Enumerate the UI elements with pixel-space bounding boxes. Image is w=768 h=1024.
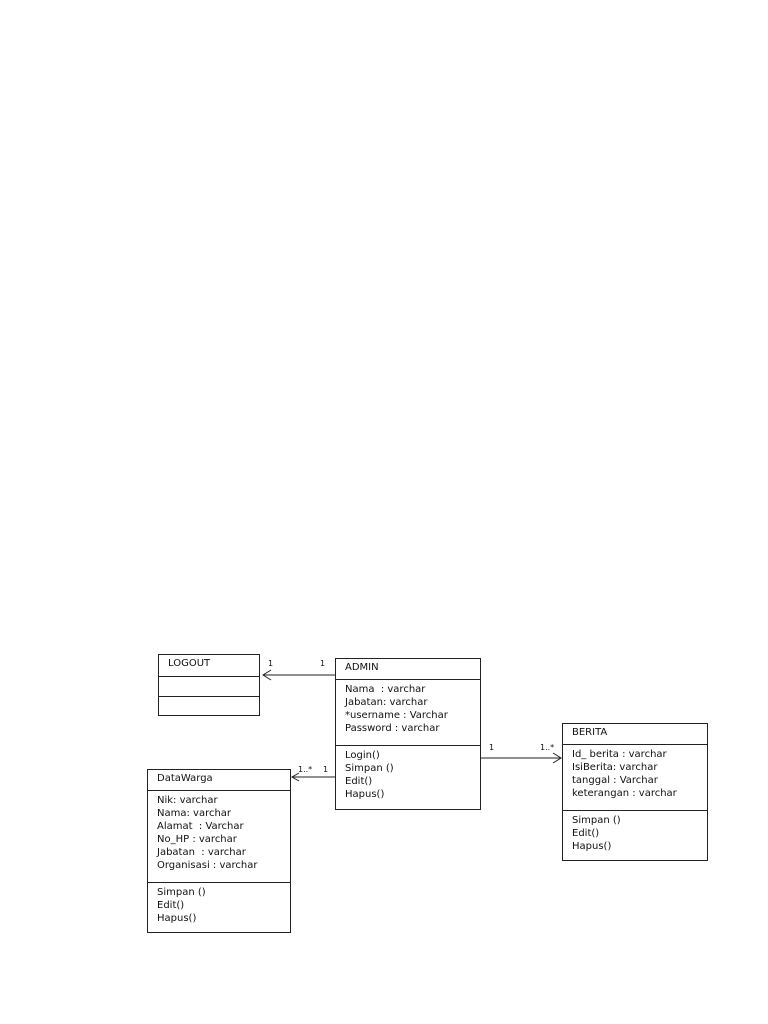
class-logout-name: LOGOUT: [168, 658, 211, 669]
attribute: No_HP : varchar: [157, 834, 237, 845]
operation: Simpan (): [157, 887, 206, 898]
attribute: Jabatan: varchar: [345, 697, 428, 708]
attribute: Nama: varchar: [157, 808, 232, 819]
class-berita-name: BERITA: [572, 727, 608, 738]
class-berita-operations: Simpan () Edit() Hapus(): [563, 810, 707, 856]
operation: Hapus(): [157, 913, 197, 924]
operation: Hapus(): [345, 789, 385, 800]
class-datawarga: DataWarga Nik: varchar Nama: varchar Ala…: [147, 769, 291, 933]
class-logout-operations: [159, 696, 259, 715]
class-berita-attributes: Id_ berita : varchar IsiBerita: varchar …: [563, 744, 707, 810]
attribute: Organisasi : varchar: [157, 860, 258, 871]
class-datawarga-operations: Simpan () Edit() Hapus(): [148, 882, 290, 928]
operation: Hapus(): [572, 841, 612, 852]
attribute: Password : varchar: [345, 723, 440, 734]
operation: Edit(): [345, 776, 373, 787]
arrowhead-logout: [262, 669, 272, 681]
class-berita: BERITA Id_ berita : varchar IsiBerita: v…: [562, 723, 708, 861]
attribute: Alamat : Varchar: [157, 821, 244, 832]
arrowhead-berita: [552, 752, 562, 764]
operation: Edit(): [572, 828, 600, 839]
attribute: IsiBerita: varchar: [572, 762, 658, 773]
multiplicity-logout-side: 1: [268, 659, 274, 668]
operation: Login(): [345, 750, 380, 761]
attribute: Jabatan : varchar: [157, 847, 246, 858]
class-logout-attributes: [159, 676, 259, 696]
multiplicity-admin-logout-side: 1: [320, 659, 326, 668]
multiplicity-admin-berita-side: 1: [489, 743, 495, 752]
multiplicity-datawarga-side: 1..*: [298, 765, 313, 774]
attribute: Nama : varchar: [345, 684, 426, 695]
class-datawarga-name: DataWarga: [157, 773, 213, 784]
class-logout: LOGOUT: [158, 654, 260, 716]
class-admin-operations: Login() Simpan () Edit() Hapus(): [336, 745, 480, 804]
attribute: Nik: varchar: [157, 795, 218, 806]
arrowhead-datawarga: [290, 772, 300, 782]
attribute: keterangan : varchar: [572, 788, 677, 799]
operation: Simpan (): [572, 815, 621, 826]
class-admin-attributes: Nama : varchar Jabatan: varchar *usernam…: [336, 679, 480, 745]
attribute: *username : Varchar: [345, 710, 448, 721]
class-datawarga-attributes: Nik: varchar Nama: varchar Alamat : Varc…: [148, 790, 290, 882]
attribute: Id_ berita : varchar: [572, 749, 667, 760]
class-admin-name: ADMIN: [345, 662, 379, 673]
operation: Simpan (): [345, 763, 394, 774]
operation: Edit(): [157, 900, 185, 911]
multiplicity-admin-datawarga-side: 1: [323, 765, 329, 774]
attribute: tanggal : Varchar: [572, 775, 658, 786]
multiplicity-berita-side: 1..*: [540, 743, 555, 752]
class-admin: ADMIN Nama : varchar Jabatan: varchar *u…: [335, 658, 481, 810]
